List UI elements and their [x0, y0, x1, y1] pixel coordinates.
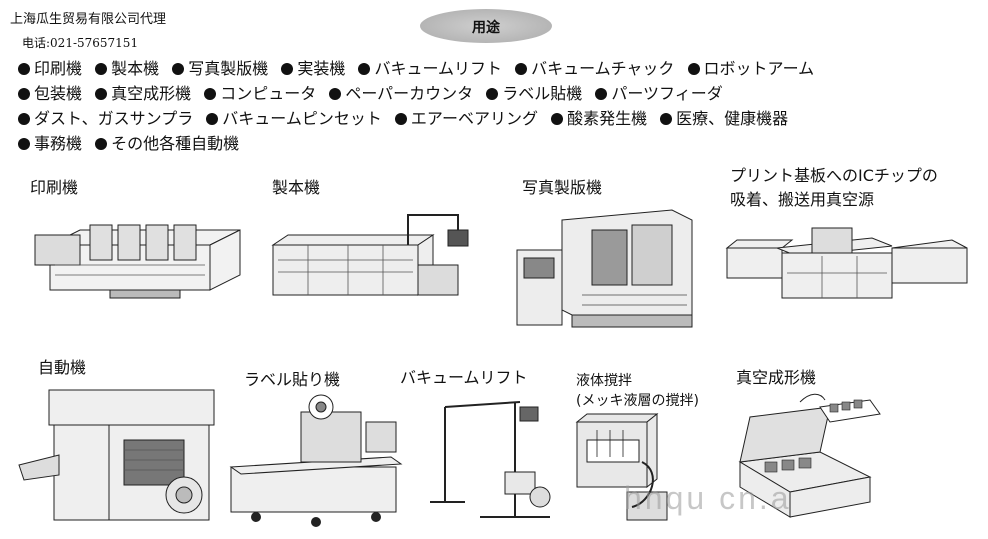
bullet-icon — [515, 63, 528, 75]
phone-number: 电话:021-57657151 — [22, 36, 139, 50]
company-name: 上海瓜生贸易有限公司代理 — [10, 12, 167, 27]
caption-liquid-line1: 液体撹拌 — [576, 373, 632, 389]
printing-press-illustration — [34, 224, 241, 299]
uses-line: 事務機 その他各種自動機 — [18, 131, 978, 156]
pcb-mounter-illustration — [725, 227, 968, 299]
caption-liquid-line2: (メッキ液層の撹拌) — [576, 393, 699, 409]
use-item: ラベル貼機 — [486, 84, 582, 103]
use-item: バキュームピンセット — [206, 109, 382, 128]
caption-photo-platemaking: 写真製版機 — [522, 178, 603, 197]
labeling-machine-illustration — [229, 394, 403, 527]
use-item: 印刷機 — [18, 59, 82, 78]
bullet-icon — [204, 88, 217, 100]
caption-vacuum-lift: バキュームリフト — [400, 368, 528, 387]
caption-pcb-line1: プリント基板へのICチップの — [730, 166, 938, 185]
use-item: 製本機 — [95, 59, 159, 78]
bullet-icon — [206, 113, 219, 125]
uses-line: 包装機 真空成形機 コンピュータ ペーパーカウンタ ラベル貼機 パーツフィーダ — [18, 81, 978, 106]
uses-line: ダスト、ガスサンプラ バキュームピンセット エアーベアリング 酸素発生機 医療、… — [18, 106, 978, 131]
vacuum-lift-illustration — [430, 401, 551, 518]
bullet-icon — [281, 63, 294, 75]
use-item: その他各種自動機 — [95, 134, 239, 153]
caption-vacuum-forming: 真空成形機 — [736, 368, 817, 387]
caption-printing: 印刷機 — [30, 178, 79, 197]
bookbinding-machine-illustration — [271, 214, 469, 296]
use-item: 真空成形機 — [95, 84, 191, 103]
watermark: hnqu cn.a — [624, 480, 792, 516]
bullet-icon — [595, 88, 608, 100]
section-title: 用途 — [472, 20, 500, 36]
use-item: ダスト、ガスサンプラ — [18, 109, 193, 128]
bullet-icon — [358, 63, 371, 75]
automatic-machine-illustration — [18, 389, 215, 521]
bullet-icon — [486, 88, 499, 100]
bullet-icon — [394, 113, 407, 125]
bullet-icon — [329, 88, 342, 100]
bullet-icon — [18, 63, 30, 75]
caption-bookbinding: 製本機 — [272, 178, 321, 197]
use-item: エアーベアリング — [394, 109, 538, 128]
photo-platemaking-illustration — [516, 209, 693, 328]
caption-labeling: ラベル貼り機 — [244, 370, 341, 389]
use-item: バキュームチャック — [515, 59, 674, 78]
use-item: 事務機 — [18, 134, 82, 153]
use-item: ペーパーカウンタ — [329, 84, 473, 103]
uses-list: 印刷機 製本機 写真製版機 実装機 バキュームリフト バキュームチャック ロボッ… — [18, 56, 978, 156]
bullet-icon — [551, 113, 564, 125]
use-item: ロボットアーム — [687, 59, 814, 78]
caption-automatic: 自動機 — [38, 358, 87, 377]
use-item: パーツフィーダ — [595, 84, 723, 103]
liquid-stirring-illustration — [575, 412, 668, 521]
use-item: 酸素発生機 — [551, 109, 647, 128]
bullet-icon — [687, 63, 700, 75]
bullet-icon — [18, 138, 30, 150]
use-item: バキュームリフト — [358, 59, 502, 78]
use-item: 写真製版機 — [172, 59, 268, 78]
bullet-icon — [18, 113, 30, 125]
bullet-icon — [95, 138, 108, 150]
use-item: 医療、健康機器 — [660, 109, 788, 128]
vacuum-forming-illustration — [738, 393, 881, 518]
bullet-icon — [172, 63, 185, 75]
section-title-badge: 用途 — [420, 9, 552, 43]
uses-line: 印刷機 製本機 写真製版機 実装機 バキュームリフト バキュームチャック ロボッ… — [18, 56, 978, 81]
bullet-icon — [18, 88, 30, 100]
use-item: コンピュータ — [204, 84, 316, 103]
bullet-icon — [660, 113, 673, 125]
bullet-icon — [95, 63, 108, 75]
bullet-icon — [95, 88, 108, 100]
use-item: 包装機 — [18, 84, 82, 103]
caption-pcb-line2: 吸着、搬送用真空源 — [730, 190, 875, 209]
use-item: 実装機 — [281, 59, 345, 78]
